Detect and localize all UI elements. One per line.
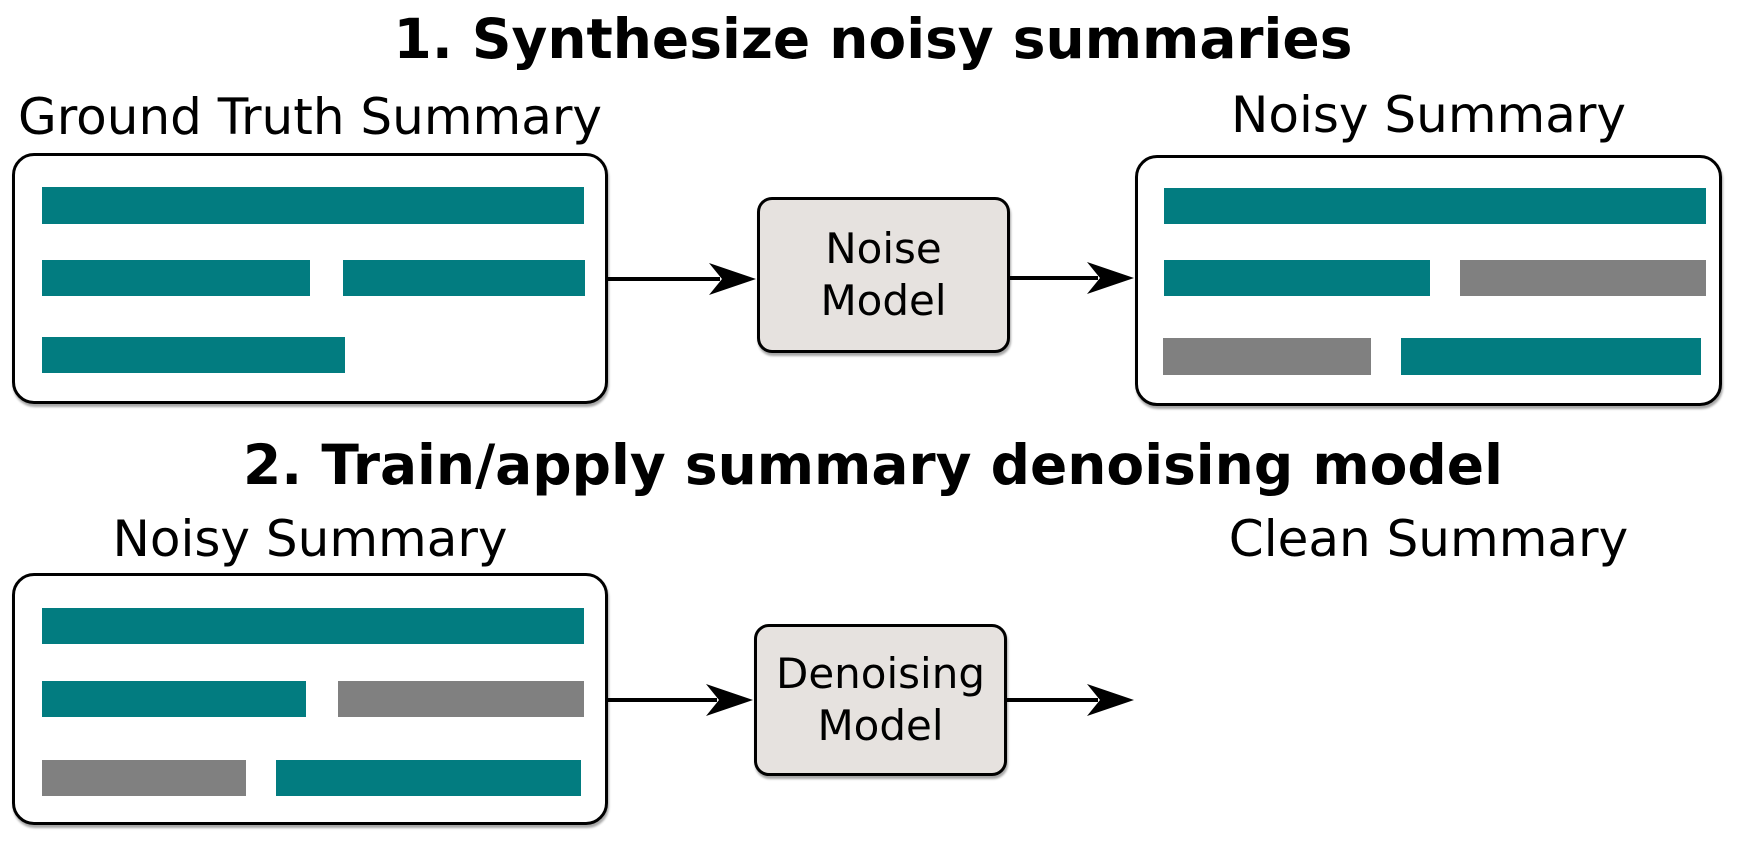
clean-text-bar <box>1164 188 1706 224</box>
noisy-text-bar <box>338 681 584 717</box>
denoising-model-box: Denoising Model <box>754 624 1007 776</box>
ground-truth-summary-label: Ground Truth Summary <box>17 88 603 146</box>
clean-text-bar <box>42 337 345 373</box>
denoising-model-box-label: Denoising Model <box>776 648 985 750</box>
step1-title: 1. Synthesize noisy summaries <box>393 7 1353 71</box>
ground-truth-summary-card <box>12 153 608 404</box>
noisy-text-bar <box>42 760 246 796</box>
noise-model-box-label: Noise Model <box>820 223 947 325</box>
noisy-text-bar <box>1163 338 1371 375</box>
arrow-right-icon <box>608 682 753 718</box>
arrow-right-icon <box>1007 682 1134 718</box>
noisy-summary-label-step1: Noisy Summary <box>1230 86 1627 144</box>
noise-model-box: Noise Model <box>757 197 1010 353</box>
noisy-summary-card-step2 <box>12 573 608 825</box>
clean-text-bar <box>1401 338 1701 375</box>
arrow-right-icon <box>1010 260 1134 296</box>
clean-text-bar <box>42 608 584 644</box>
clean-text-bar <box>276 760 581 796</box>
noisy-text-bar <box>1460 260 1706 296</box>
clean-text-bar <box>343 260 585 296</box>
clean-text-bar <box>42 187 584 224</box>
clean-summary-label: Clean Summary <box>1228 510 1629 568</box>
noisy-summary-card-step1 <box>1135 155 1722 406</box>
noisy-summary-label-step2: Noisy Summary <box>112 510 508 568</box>
clean-text-bar <box>42 681 306 717</box>
clean-text-bar <box>42 260 310 296</box>
clean-text-bar <box>1164 260 1430 296</box>
step2-title: 2. Train/apply summary denoising model <box>243 433 1503 497</box>
arrow-right-icon <box>608 261 756 297</box>
